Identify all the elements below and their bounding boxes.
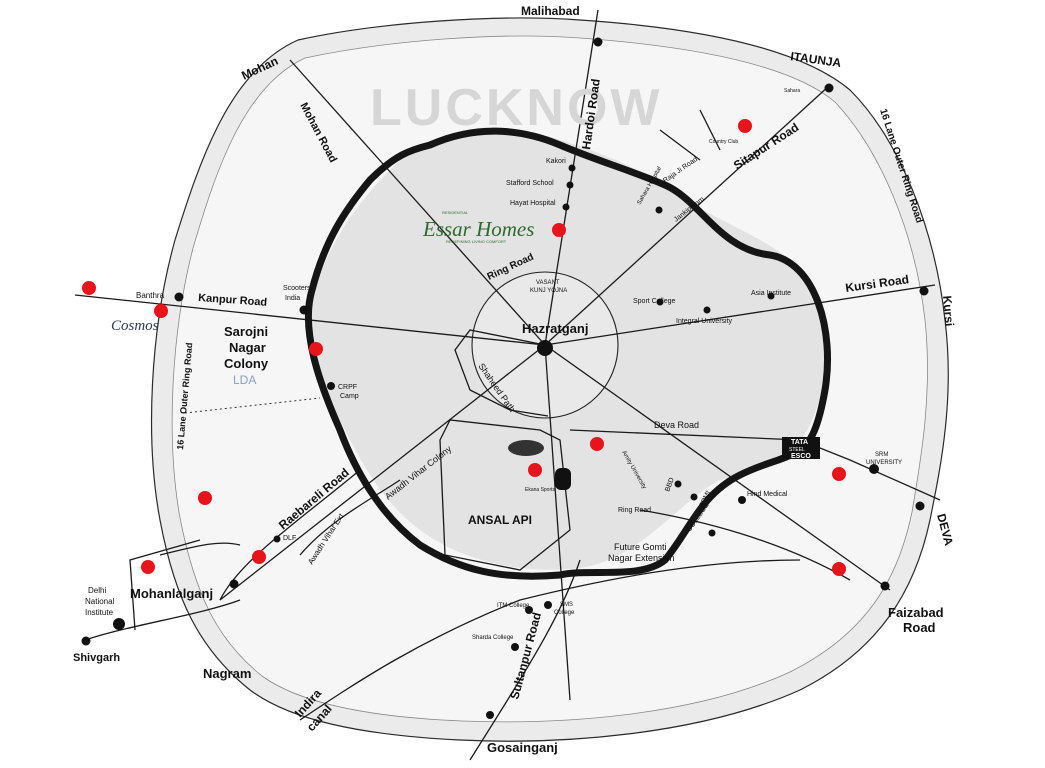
project-dot bbox=[832, 562, 846, 576]
place-tata-1: TATA bbox=[791, 439, 808, 446]
place-kursi: Kursi bbox=[940, 295, 957, 327]
project-dot bbox=[252, 550, 266, 564]
project-dot bbox=[141, 560, 155, 574]
place-srm-1: SRM bbox=[875, 452, 888, 458]
place-bbd: BBD bbox=[664, 477, 676, 493]
place-asia: Asia Institute bbox=[751, 290, 791, 297]
place-ansal: ANSAL API bbox=[468, 513, 532, 527]
city-watermark: LUCKNOW bbox=[370, 79, 663, 137]
place-srm-2: UNIVERSITY bbox=[866, 460, 902, 466]
place-delhi-3: Institute bbox=[85, 608, 114, 617]
project-dot bbox=[552, 223, 566, 237]
place-shivgarh: Shivgarh bbox=[73, 652, 120, 664]
place-scooters-2: India bbox=[285, 295, 300, 302]
place-vasant-2: KUNJ YOJNA bbox=[530, 288, 567, 294]
place-crpf-2: Camp bbox=[340, 393, 359, 400]
place-vasant-1: VASANT bbox=[536, 280, 560, 286]
brand-essar-tag: REDEFINING LIVING COMFORT bbox=[446, 239, 507, 244]
place-mohanlalganj: Mohanlalganj bbox=[130, 586, 213, 601]
ansal-logo bbox=[508, 440, 544, 456]
place-integral: Integral University bbox=[676, 318, 733, 325]
project-dot bbox=[309, 342, 323, 356]
center-label: Hazratganj bbox=[522, 321, 588, 336]
place-tata-3: ESCO bbox=[791, 453, 811, 460]
place-future-1: Future Gomti bbox=[614, 542, 667, 552]
place-itm: ITM College bbox=[497, 603, 530, 609]
project-dot bbox=[154, 304, 168, 318]
project-dots bbox=[82, 119, 846, 576]
place-ekana: Ekana Sports bbox=[525, 487, 556, 493]
brand-essar: Essar Homes bbox=[422, 217, 534, 241]
place-dlf: DLF bbox=[283, 535, 296, 542]
road-faizabad-2: Road bbox=[903, 620, 936, 635]
place-nagram: Nagram bbox=[203, 666, 251, 681]
place-sharda: Sharda College bbox=[472, 635, 514, 641]
place-delhi-1: Delhi bbox=[88, 586, 106, 595]
place-sms-1: SMS bbox=[560, 602, 573, 608]
place-future-2: Nagar Extension bbox=[608, 553, 675, 563]
place-sarojni-2: Nagar bbox=[229, 340, 266, 355]
road-ring-inner: Ring Road bbox=[618, 507, 651, 514]
tata-steel-badge bbox=[782, 437, 820, 459]
location-pins bbox=[81, 37, 929, 719]
ring-road bbox=[304, 127, 831, 580]
place-hind: Hind Medical bbox=[747, 491, 788, 498]
place-country-club: Country Club bbox=[709, 139, 738, 145]
brand-essar-top: RESIDENTIAL bbox=[442, 210, 469, 215]
place-gosainganj: Gosainganj bbox=[487, 740, 558, 755]
place-lda: LDA bbox=[233, 373, 256, 387]
project-dot bbox=[590, 437, 604, 451]
place-sahara: Sahara bbox=[784, 88, 800, 94]
place-malihabad: Malihabad bbox=[521, 4, 580, 18]
project-dot bbox=[198, 491, 212, 505]
place-tata-2: STEEL bbox=[789, 447, 805, 453]
project-dot bbox=[82, 281, 96, 295]
place-bonthra: Banthra bbox=[136, 291, 165, 300]
place-scooters-1: Scooters bbox=[283, 285, 311, 292]
project-dot bbox=[738, 119, 752, 133]
road-kanpur: Kanpur Road bbox=[198, 292, 268, 309]
road-faizabad: Faizabad bbox=[888, 605, 944, 620]
place-hayat: Hayat Hospital bbox=[510, 200, 556, 207]
place-deva: DEVA bbox=[934, 512, 956, 547]
project-dot bbox=[832, 467, 846, 481]
road-deva: Deva Road bbox=[654, 420, 699, 430]
place-crpf-1: CRPF bbox=[338, 384, 357, 391]
place-sms-2: College bbox=[554, 610, 575, 616]
place-sarojni-1: Sarojni bbox=[224, 324, 268, 339]
place-sports: Sport College bbox=[633, 298, 676, 305]
place-delhi-2: National bbox=[85, 597, 115, 606]
project-dot bbox=[528, 463, 542, 477]
place-sarojni-3: Colony bbox=[224, 356, 269, 371]
place-kakori: Kakori bbox=[546, 158, 566, 165]
place-stafford: Stafford School bbox=[506, 180, 554, 187]
brand-cosmos: Cosmos bbox=[111, 318, 159, 334]
